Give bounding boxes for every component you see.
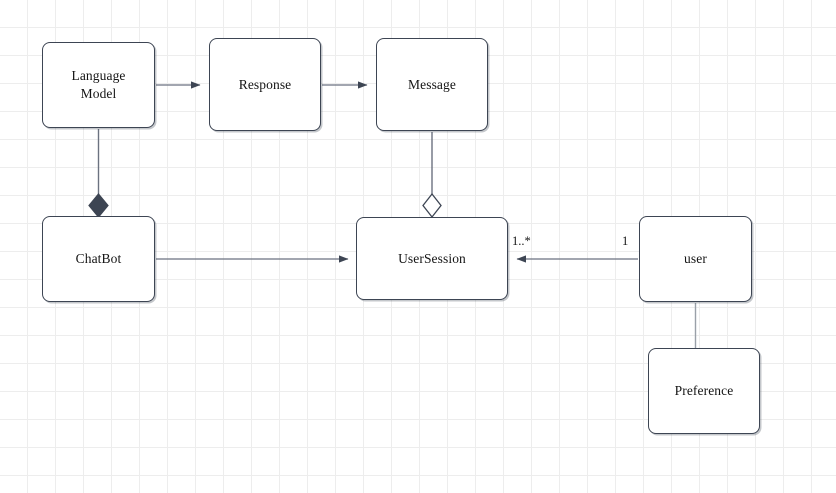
composition-diamond-icon	[88, 193, 109, 218]
node-user-session-label: UserSession	[398, 250, 466, 266]
multiplicity-label-user: 1	[622, 234, 629, 248]
edge-message-to-user-session	[422, 132, 442, 219]
node-language-model[interactable]: Language Model	[42, 42, 155, 128]
edge-language-model-to-chatbot	[88, 129, 109, 218]
node-language-model-label: Language Model	[71, 68, 126, 101]
node-message[interactable]: Message	[376, 38, 488, 131]
node-message-label: Message	[408, 76, 456, 92]
node-user-label: user	[684, 251, 707, 267]
node-user[interactable]: user	[639, 216, 752, 302]
node-response[interactable]: Response	[209, 38, 321, 131]
node-chatbot[interactable]: ChatBot	[42, 216, 155, 302]
node-preference[interactable]: Preference	[648, 348, 760, 434]
node-response-label: Response	[238, 76, 292, 92]
aggregation-diamond-icon	[422, 192, 442, 219]
node-user-session[interactable]: UserSession	[356, 217, 508, 300]
multiplicity-label-user-session: 1..*	[512, 234, 531, 248]
node-preference-label: Preference	[674, 383, 734, 399]
node-chatbot-label: ChatBot	[75, 251, 122, 267]
